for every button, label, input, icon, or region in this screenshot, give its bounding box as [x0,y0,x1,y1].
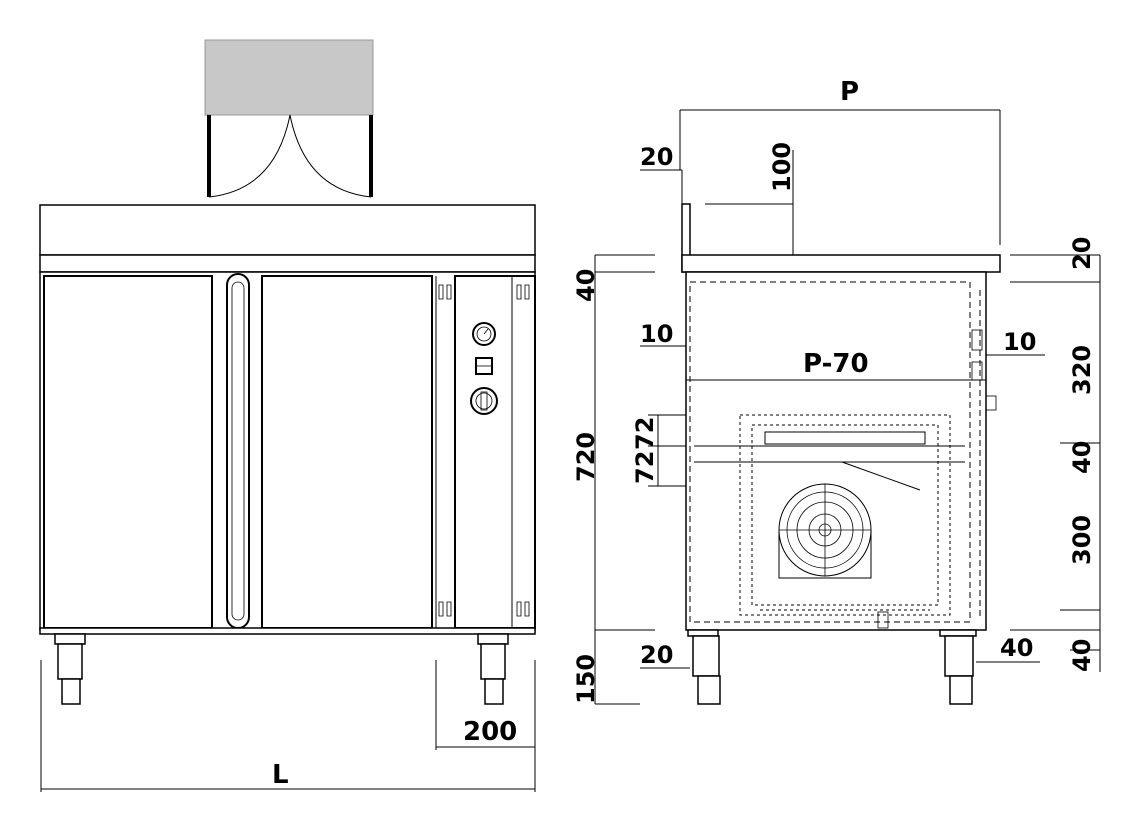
thermometer-icon [472,322,496,346]
dim-right-foot-offset-label: 40 [1000,634,1033,662]
side-legs [687,629,977,705]
dim-body-height-label: 720 [572,432,600,482]
side-view: P [572,77,1101,705]
dim-right-middle-label: 40 [1068,441,1096,474]
dim-shelf-a-label: 72 [631,417,659,450]
dim-right-base-label: 40 [1068,639,1096,672]
front-top-band [39,254,536,273]
dim-leg-height-label: 150 [572,654,600,704]
front-body [39,271,536,631]
switch-icon [475,357,493,375]
dim-backsplash-label: 100 [768,142,796,192]
dim-inner-offset-label: 10 [640,320,673,348]
side-body [685,271,987,631]
dim-right-top-label: 20 [1068,237,1096,270]
dim-leg-offset-label: 200 [463,717,517,747]
dim-right-upper-label: 320 [1068,345,1096,395]
front-view: L 200 [39,39,536,792]
front-top-plate [39,204,536,256]
dim-top-band-label: 40 [572,269,600,302]
dim-right-side-offset-label: 10 [1003,328,1036,356]
dim-upstand-label: 20 [640,143,673,171]
dim-width-label: L [272,760,289,790]
knob-icon [470,387,498,415]
hinges [438,284,530,617]
fan-assembly [694,414,965,629]
open-doors-illustration [204,39,374,198]
dim-right-lower-label: 300 [1068,515,1096,565]
dim-depth-label: P [840,77,859,107]
dim-shelf-b-label: 72 [631,451,659,484]
dim-foot-offset-left-label: 20 [640,641,673,669]
dim-inner-depth-label: P-70 [803,349,869,379]
side-top [681,254,1001,273]
front-legs [54,633,509,705]
